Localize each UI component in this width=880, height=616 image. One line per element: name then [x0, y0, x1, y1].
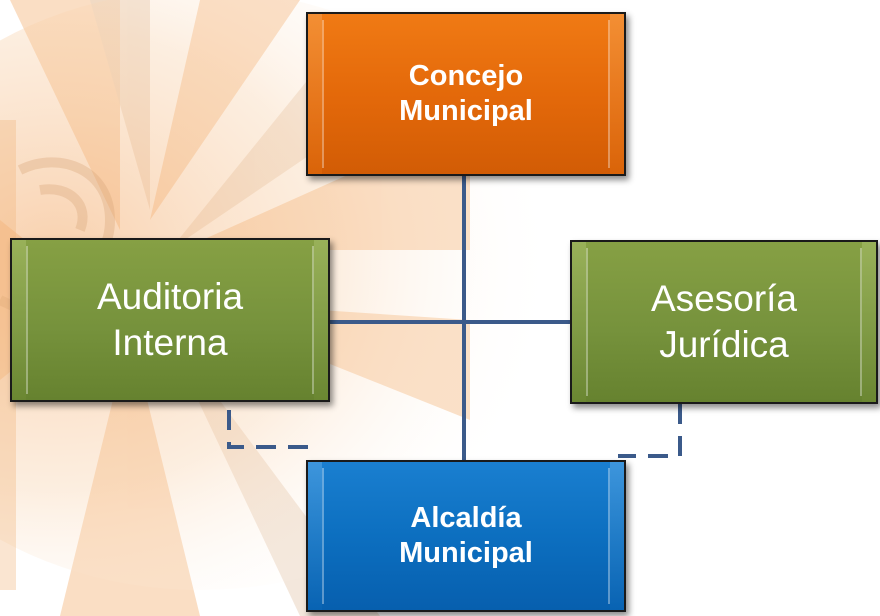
- concejo-line1: Concejo: [408, 60, 524, 93]
- connector-dashed-asesoria: [618, 404, 682, 458]
- node-asesoria-juridica: Asesoría Jurídica: [570, 240, 878, 404]
- concejo-line2: Municipal: [399, 95, 533, 127]
- node-auditoria-interna: Auditoria Interna: [10, 238, 330, 402]
- auditoria-line2: Interna: [112, 322, 228, 363]
- connector-dashed-auditoria: [227, 410, 308, 449]
- alcaldia-line1: Alcaldía: [410, 502, 522, 535]
- node-alcaldia-municipal: Alcaldía Municipal: [306, 460, 626, 612]
- node-auditoria-label: Auditoria Interna: [97, 274, 243, 367]
- node-concejo-label: Concejo Municipal: [399, 59, 533, 129]
- asesoria-line2: Jurídica: [659, 324, 789, 365]
- node-concejo-municipal: Concejo Municipal: [306, 12, 626, 176]
- asesoria-line1: Asesoría: [650, 277, 797, 319]
- node-alcaldia-label: Alcaldía Municipal: [399, 501, 533, 571]
- auditoria-line1: Auditoria: [96, 275, 244, 317]
- alcaldia-line2: Municipal: [399, 537, 533, 569]
- node-asesoria-label: Asesoría Jurídica: [651, 276, 797, 369]
